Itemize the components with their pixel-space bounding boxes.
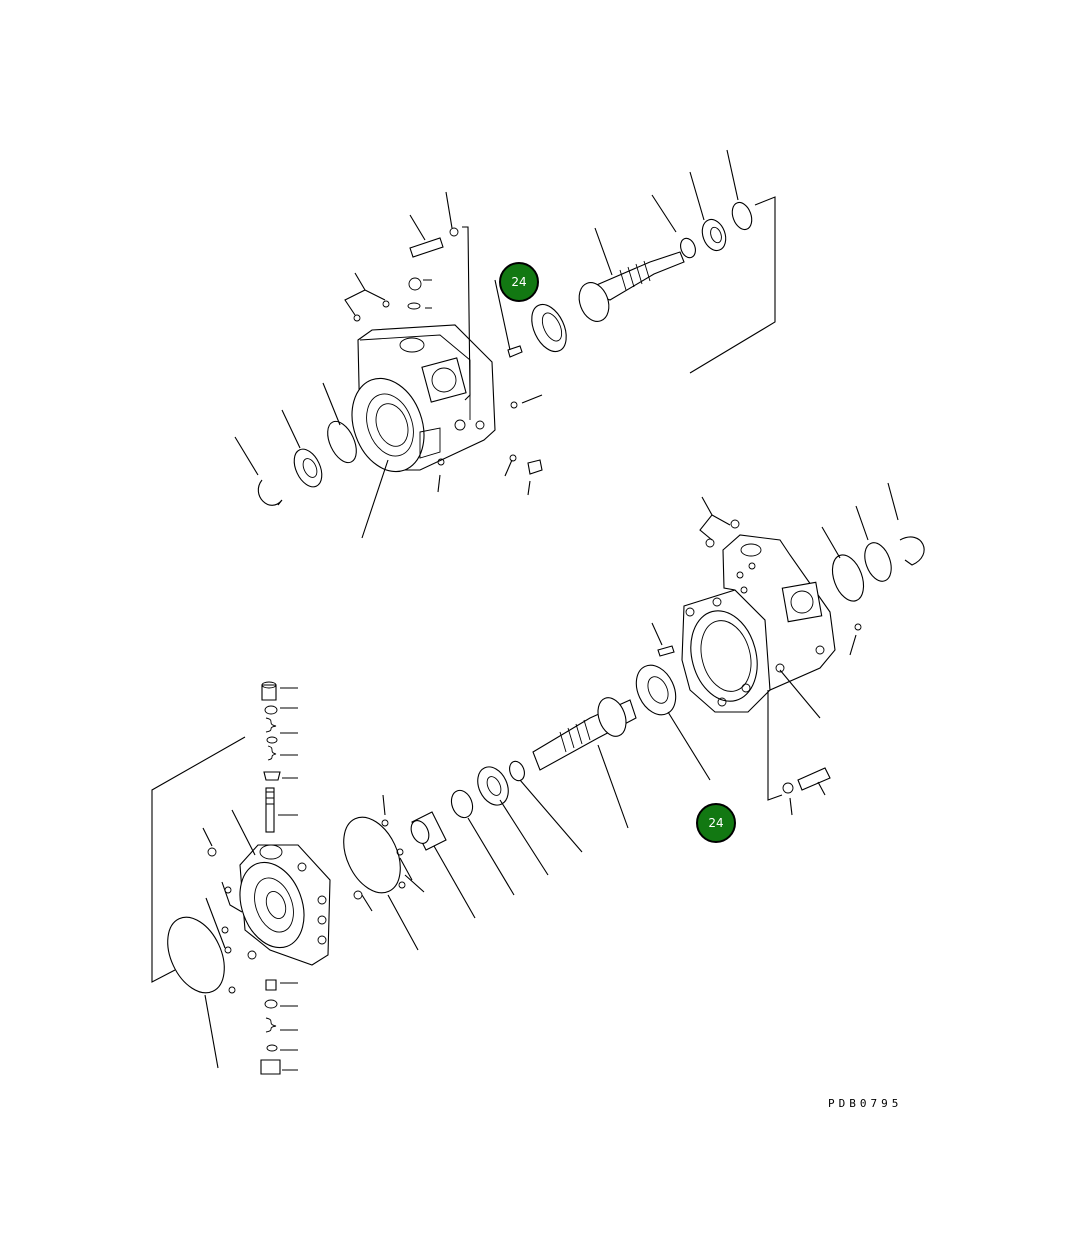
lower-o-ring: [450, 789, 474, 819]
spool-stack-lower: [260, 979, 281, 1075]
upper-drive-shaft: [578, 251, 685, 322]
lower-bearing: [477, 766, 509, 806]
upper-cover-disc: [327, 420, 357, 464]
lower-bolt: [797, 767, 831, 791]
upper-retaining-ring: [257, 479, 283, 506]
lower-leader-lines: [151, 482, 899, 1071]
part-callout-24-upper[interactable]: 24: [499, 262, 539, 302]
spool-stack-upper: [261, 681, 281, 833]
lower-main-bearing: [635, 664, 677, 716]
upper-o-ring: [731, 201, 753, 231]
lower-end-cover: [239, 844, 331, 966]
drawing-code: PDB0795: [828, 1097, 902, 1110]
lower-needle-bearing: [410, 811, 447, 851]
part-callout-24-lower[interactable]: 24: [696, 803, 736, 843]
lower-retaining-ring: [899, 536, 925, 566]
callout-label: 24: [511, 275, 526, 289]
upper-leader-lines: [234, 149, 776, 539]
upper-bearing: [531, 303, 567, 353]
lower-cover-gasket: [167, 916, 225, 994]
lower-seal-ring-a: [831, 554, 865, 602]
callout-label: 24: [708, 816, 723, 830]
lower-gasket-large: [343, 816, 401, 894]
upper-small-bearing: [701, 218, 727, 252]
lower-pump-housing-assembly: [681, 534, 836, 713]
lower-seal-ring-b: [864, 542, 892, 582]
lower-drive-shaft: [532, 697, 637, 771]
upper-oil-seal: [293, 448, 323, 488]
upper-bolt: [409, 237, 444, 258]
upper-pump-assembly: [234, 149, 776, 539]
upper-snap-ring: [680, 237, 696, 259]
upper-pump-housing: [351, 324, 496, 473]
lower-snap-ring: [509, 760, 525, 782]
